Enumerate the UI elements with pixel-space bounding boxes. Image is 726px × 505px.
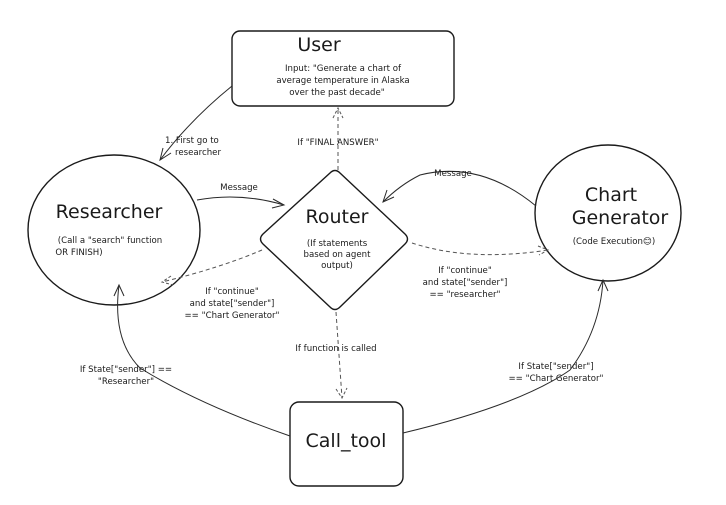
edge-router-to-call-tool-label: If function is called [295,344,376,354]
edge-router-to-researcher-label-1: If "continue" [205,287,259,297]
edge-router-to-researcher-arrowhead [160,275,174,286]
user-input-line-1: Input: "Generate a chart of [285,64,402,74]
edge-call-tool-to-chart-label-2: == "Chart Generator" [508,374,603,384]
user-input-line-3: over the past decade" [289,88,385,98]
edge-chart-to-router-label: Message [434,169,472,179]
edge-router-to-chart: If "continue" and state["sender"] == "re… [411,242,550,300]
user-input-line-2: average temperature in Alaska [276,76,409,86]
researcher-node: Researcher (Call a "search" function OR … [27,154,201,306]
edge-router-to-user: If "FINAL ANSWER" [297,106,379,170]
edge-router-to-user-label: If "FINAL ANSWER" [297,138,378,148]
edge-researcher-to-router: Message [196,183,286,209]
edge-router-to-researcher-line [161,249,263,283]
edge-call-tool-to-researcher-label-2: "Researcher" [98,377,154,387]
edge-router-to-call-tool: If function is called [295,311,377,399]
edge-call-tool-to-chart-label-1: If State["sender"] [518,362,593,372]
edge-researcher-to-router-line [196,196,285,206]
edge-user-to-researcher-label-2: researcher [175,148,221,158]
edge-user-to-researcher-line [159,85,233,161]
edge-router-to-call-tool-arrowhead [335,387,348,399]
chart-generator-subtitle: (Code Execution😊) [573,237,656,247]
edge-router-to-chart-label-3: == "researcher" [429,290,500,300]
call-tool-title: Call_tool [306,430,387,452]
call-tool-node: Call_tool [289,401,404,487]
edge-user-to-researcher-label-1: 1. First go to [165,136,219,146]
edge-call-tool-to-chart: If State["sender"] == "Chart Generator" [402,278,609,434]
router-line-2: based on agent [304,250,372,260]
chart-generator-title-2: Generator [572,207,669,229]
edge-router-to-call-tool-line [335,311,343,399]
edge-researcher-to-router-arrowhead [271,198,286,209]
edge-router-to-user-arrowhead [332,106,344,119]
edge-router-to-chart-arrowhead [537,245,550,256]
router-title: Router [306,206,369,228]
edge-call-tool-to-researcher-label-1: If State["sender"] == [80,365,172,375]
edge-user-to-researcher: 1. First go to researcher [159,85,233,162]
router-line-1: (If statements [307,239,368,249]
edge-call-tool-to-researcher-line [117,284,291,437]
edge-router-to-researcher-label-2: and state["sender"] [190,299,275,309]
edge-call-tool-to-chart-line [402,279,604,434]
edge-router-to-chart-label-2: and state["sender"] [423,278,508,288]
edge-router-to-chart-line [411,242,549,256]
router-line-3: output) [321,261,353,271]
edge-call-tool-to-researcher-arrowhead [113,283,125,297]
edge-router-to-researcher-label-3: == "Chart Generator" [184,311,279,321]
user-box [231,30,455,107]
edge-call-tool-to-researcher: If State["sender"] == "Researcher" [80,283,291,437]
edge-chart-to-router: Message [382,169,537,207]
user-node: User Input: "Generate a chart of average… [231,30,455,107]
edge-call-tool-to-chart-arrowhead [597,278,609,292]
edge-chart-to-router-line [382,170,537,207]
edge-user-to-researcher-arrowhead [159,147,172,162]
call-tool-box [289,401,404,487]
chart-generator-circle [534,144,682,282]
edge-chart-to-router-arrowhead [382,189,395,203]
edge-researcher-to-router-label: Message [220,183,258,193]
chart-generator-node: Chart Generator (Code Execution😊) [534,144,682,282]
researcher-title: Researcher [56,201,163,223]
edge-router-to-chart-label-1: If "continue" [438,266,492,276]
router-diamond [259,169,409,311]
researcher-line-1: (Call a "search" function [58,236,162,246]
edge-router-to-researcher: If "continue" and state["sender"] == "Ch… [160,249,280,321]
router-node: Router (If statements based on agent out… [259,169,409,311]
chart-generator-title-1: Chart [585,184,637,206]
user-title: User [297,34,340,56]
researcher-circle [27,154,201,306]
researcher-line-2: OR FINISH) [55,248,102,258]
